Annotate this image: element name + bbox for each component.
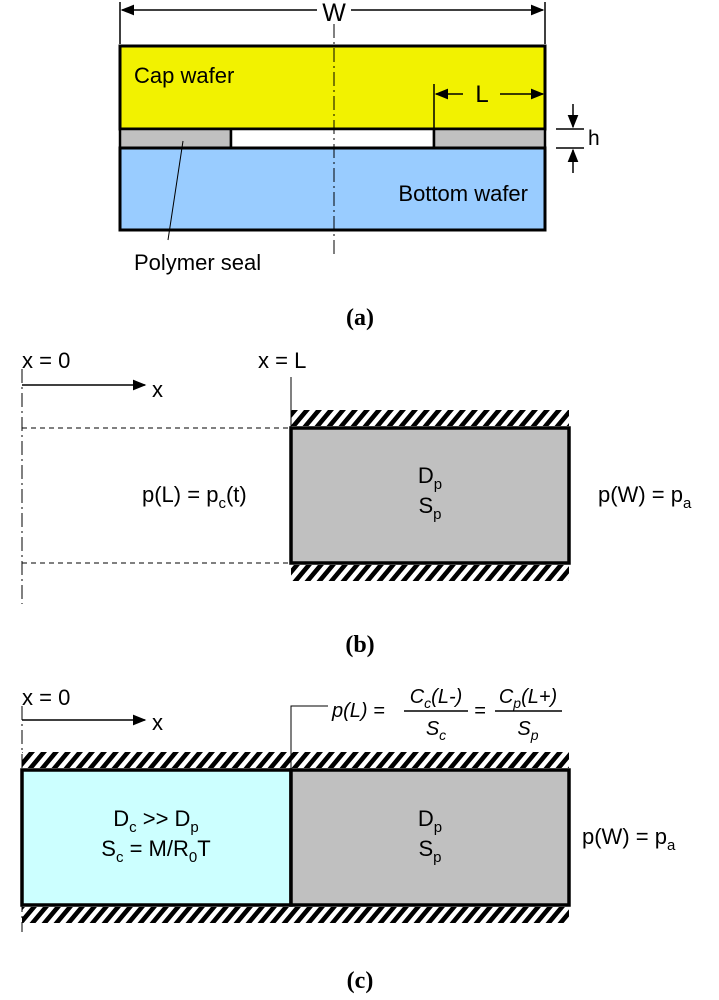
eq-denominator-2: Sp bbox=[517, 718, 538, 743]
seal-length-label: L bbox=[475, 81, 488, 108]
polymer-region-c bbox=[289, 768, 571, 907]
eq-numerator-1: Cc(L-) bbox=[410, 686, 463, 711]
left-boundary-condition: p(L) = pc(t) bbox=[142, 482, 247, 512]
x-axis-label: x bbox=[152, 377, 163, 402]
eq-equals: = bbox=[474, 700, 486, 722]
panel-c: x = 0 x p(L) = Cc(L-) Sc = Cp(L+) Sp Dc … bbox=[20, 685, 676, 994]
right-boundary-condition-c: p(W) = pa bbox=[582, 824, 676, 854]
caption-b: (b) bbox=[345, 632, 374, 658]
caption-c: (c) bbox=[347, 968, 374, 994]
polymer-seal-label: Polymer seal bbox=[134, 250, 261, 275]
polymer-solubility: Sp bbox=[418, 493, 441, 523]
wall-hatch-top-c bbox=[22, 752, 569, 768]
eq-numerator-2: Cp(L+) bbox=[499, 686, 557, 711]
eq-lhs: p(L) = bbox=[331, 700, 385, 722]
polymer-region bbox=[289, 426, 571, 565]
panel-a: W Cap wafer L Bottom wafer h Polymer sea… bbox=[118, 0, 600, 331]
cap-wafer bbox=[118, 44, 547, 131]
interface-leader bbox=[290, 705, 328, 770]
cavity-region bbox=[20, 768, 293, 907]
gap-height-label: h bbox=[588, 127, 600, 150]
wall-hatch-bottom bbox=[291, 565, 569, 581]
cap-wafer-label: Cap wafer bbox=[134, 63, 234, 88]
x0-label: x = 0 bbox=[22, 348, 70, 373]
polymer-seal-leader bbox=[167, 140, 184, 241]
polymer-diffusivity-c: Dp bbox=[418, 806, 442, 836]
polymer-seal-right bbox=[432, 127, 547, 150]
caption-a: (a) bbox=[346, 305, 374, 331]
bottom-wafer bbox=[118, 146, 547, 232]
polymer-solubility-c: Sp bbox=[418, 836, 441, 866]
panel-b: x = 0 x x = L Dp Sp p(L) = pc(t) p(W) = … bbox=[21, 348, 692, 658]
wall-hatch-bottom-c bbox=[22, 907, 569, 923]
x-axis-label-c: x bbox=[152, 710, 163, 735]
x0-label-c: x = 0 bbox=[22, 685, 70, 710]
polymer-diffusivity: Dp bbox=[418, 463, 442, 493]
eq-denominator-1: Sc bbox=[426, 718, 446, 743]
polymer-seal-left bbox=[118, 127, 233, 150]
bottom-wafer-label: Bottom wafer bbox=[398, 181, 528, 206]
wall-hatch-top bbox=[291, 410, 569, 426]
width-label: W bbox=[322, 0, 346, 27]
cavity-gap bbox=[229, 127, 436, 150]
cavity-diffusivity: Dc >> Dp bbox=[113, 806, 199, 836]
xL-label: x = L bbox=[258, 348, 306, 373]
cavity-solubility: Sc = M/R0T bbox=[101, 836, 210, 866]
right-boundary-condition: p(W) = pa bbox=[598, 482, 692, 512]
